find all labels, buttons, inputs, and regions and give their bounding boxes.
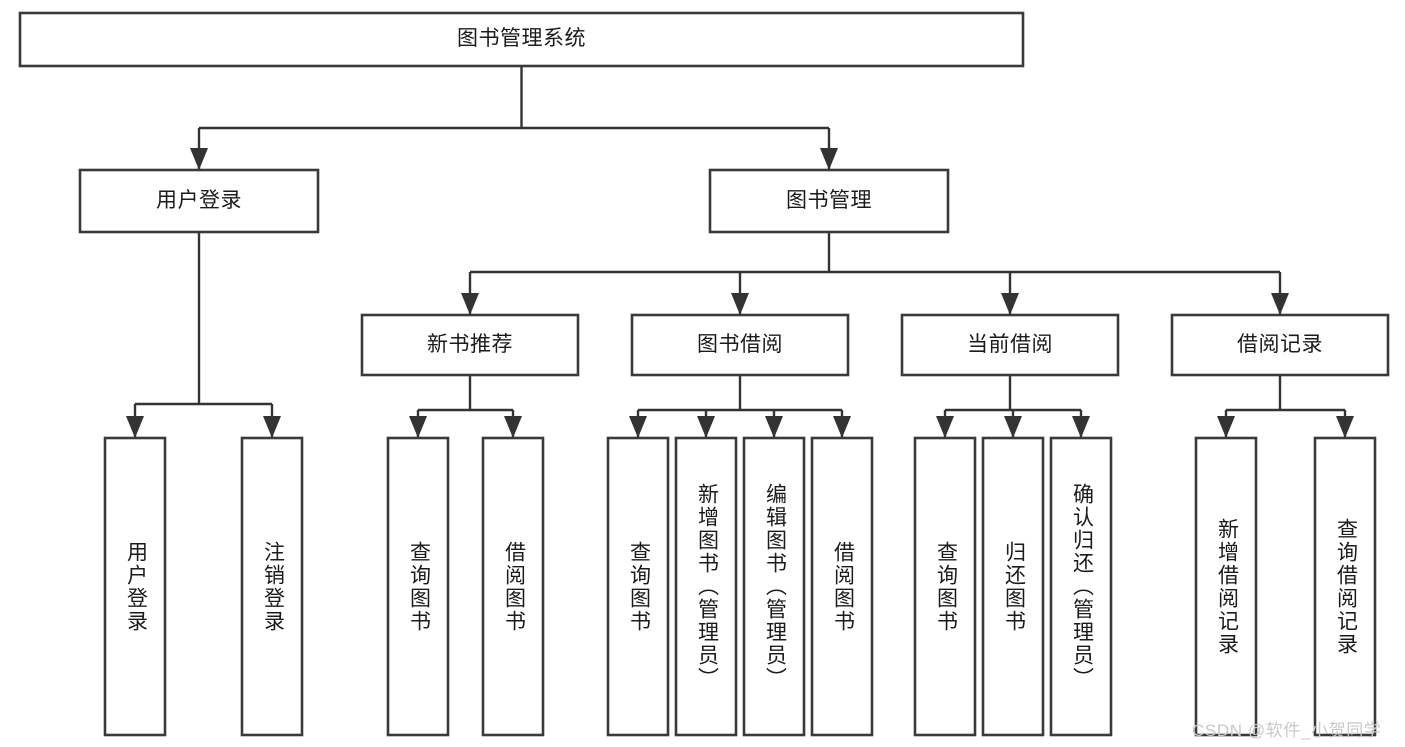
node-box-root[interactable] — [18, 11, 1025, 68]
arrow-icon-borrow-records — [1271, 293, 1289, 315]
arrow-icon-leaf-borrow-book-recommend — [504, 416, 522, 438]
node-box-leaf-query-book-recommend[interactable] — [386, 436, 450, 737]
node-box-leaf-borrow-book[interactable] — [810, 436, 874, 737]
node-box-new-book-recommend[interactable] — [360, 313, 580, 377]
node-box-leaf-user-login[interactable] — [103, 436, 167, 737]
node-box-leaf-edit-book[interactable] — [742, 436, 806, 737]
node-box-borrow-records[interactable] — [1170, 313, 1390, 377]
node-box-current-borrow[interactable] — [900, 313, 1120, 377]
arrow-icon-leaf-user-login — [126, 416, 144, 438]
node-box-user-login[interactable] — [78, 168, 320, 234]
node-box-leaf-add-borrow-record[interactable] — [1194, 436, 1258, 737]
arrow-icon-leaf-confirm-return — [1072, 416, 1090, 438]
arrow-icon-leaf-query-book-current — [936, 416, 954, 438]
arrow-icon-leaf-add-book — [697, 416, 715, 438]
node-box-leaf-query-book-current[interactable] — [913, 436, 977, 737]
node-box-book-management[interactable] — [708, 168, 950, 234]
arrow-icon-leaf-query-borrow-record — [1336, 416, 1354, 438]
arrow-icon-leaf-return-book — [1004, 416, 1022, 438]
arrow-icon-book-management — [820, 148, 838, 170]
node-box-leaf-return-book[interactable] — [981, 436, 1045, 737]
arrow-icon-leaf-logout — [263, 416, 281, 438]
arrow-icon-leaf-borrow-book — [833, 416, 851, 438]
csdn-watermark: CSDN @软件_小贺同学 — [1192, 721, 1382, 740]
arrow-icon-current-borrow — [1001, 293, 1019, 315]
arrow-icon-leaf-add-borrow-record — [1217, 416, 1235, 438]
node-box-leaf-borrow-book-recommend[interactable] — [481, 436, 545, 737]
node-box-leaf-query-book-borrow[interactable] — [606, 436, 670, 737]
arrow-icon-new-book-recommend — [461, 293, 479, 315]
arrow-icon-leaf-query-book-recommend — [409, 416, 427, 438]
arrow-icon-book-borrow — [731, 293, 749, 315]
arrow-icon-user-login — [190, 148, 208, 170]
arrow-icon-leaf-query-book-borrow — [629, 416, 647, 438]
arrow-icon-leaf-edit-book — [765, 416, 783, 438]
node-box-leaf-confirm-return[interactable] — [1049, 436, 1113, 737]
node-boxes — [18, 11, 1390, 737]
node-box-book-borrow[interactable] — [630, 313, 850, 377]
node-box-leaf-logout[interactable] — [240, 436, 304, 737]
node-box-leaf-add-book[interactable] — [674, 436, 738, 737]
node-box-leaf-query-borrow-record[interactable] — [1313, 436, 1377, 737]
connector-lines — [126, 66, 1354, 438]
